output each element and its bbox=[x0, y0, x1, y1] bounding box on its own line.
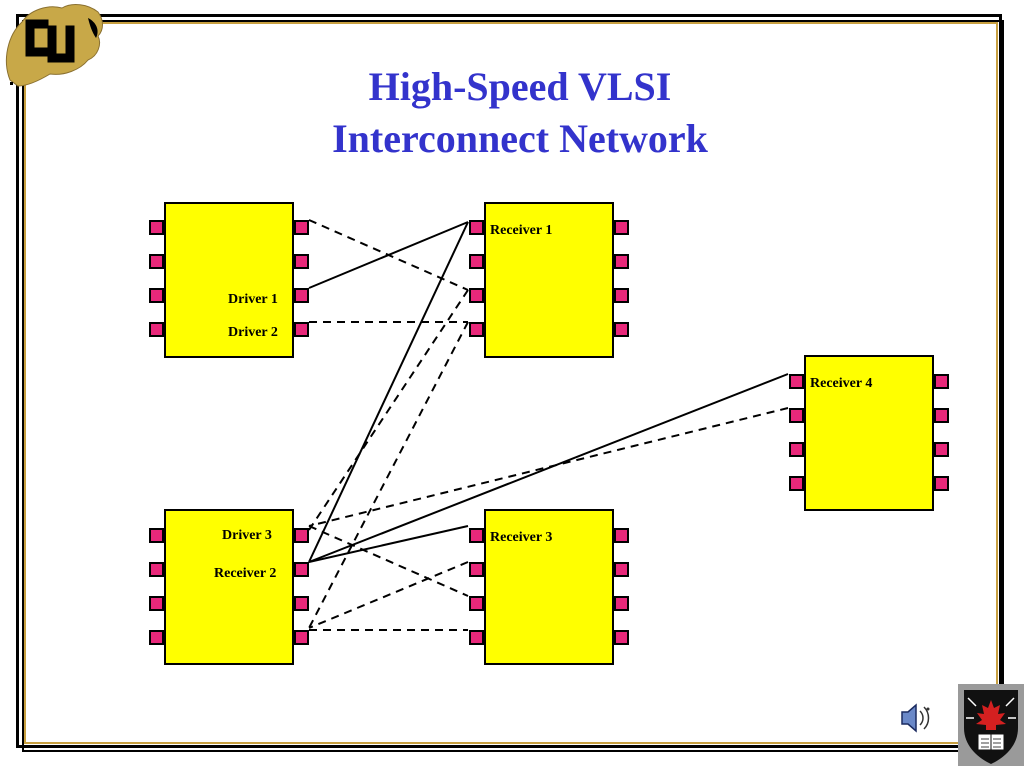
wire-dashed-r1-driver3b bbox=[308, 321, 469, 629]
label-driver3: Driver 3 bbox=[222, 528, 272, 543]
pin bbox=[469, 562, 484, 577]
pin bbox=[789, 408, 804, 423]
pin bbox=[934, 374, 949, 389]
pin bbox=[294, 288, 309, 303]
wire-dashed-r1-driver3a bbox=[308, 289, 469, 531]
pin bbox=[149, 322, 164, 337]
pin bbox=[469, 596, 484, 611]
slide-frame-shadow bbox=[22, 20, 1004, 752]
pin bbox=[789, 476, 804, 491]
wire-receiver2-receiver4 bbox=[308, 373, 789, 563]
label-receiver3: Receiver 3 bbox=[490, 530, 553, 545]
wire-dashed-d3-r3 bbox=[308, 525, 469, 597]
pin bbox=[614, 254, 629, 269]
pin bbox=[469, 528, 484, 543]
pin bbox=[614, 220, 629, 235]
pin bbox=[149, 220, 164, 235]
wire-dashed-r3-d3 bbox=[308, 561, 469, 629]
pin bbox=[294, 630, 309, 645]
chip-driver3-receiver2 bbox=[164, 509, 294, 665]
pin bbox=[934, 442, 949, 457]
pin bbox=[294, 220, 309, 235]
label-receiver4: Receiver 4 bbox=[810, 376, 873, 391]
wire-receiver1-receiver2 bbox=[308, 221, 469, 563]
pin bbox=[469, 322, 484, 337]
chip-driver1-driver2 bbox=[164, 202, 294, 358]
pin bbox=[149, 528, 164, 543]
chip-receiver1 bbox=[484, 202, 614, 358]
chip-receiver3 bbox=[484, 509, 614, 665]
pin bbox=[294, 596, 309, 611]
slide-title-line1: High-Speed VLSI bbox=[368, 64, 672, 109]
chip-receiver4 bbox=[804, 355, 934, 511]
pin bbox=[149, 288, 164, 303]
pin bbox=[469, 220, 484, 235]
pin bbox=[294, 562, 309, 577]
speaker-icon[interactable] bbox=[896, 700, 934, 736]
pin bbox=[469, 288, 484, 303]
wire-dashed-r4-driver3 bbox=[308, 407, 789, 527]
pin bbox=[614, 630, 629, 645]
pin bbox=[789, 442, 804, 457]
pin bbox=[789, 374, 804, 389]
pin bbox=[149, 630, 164, 645]
slide-frame bbox=[16, 14, 1002, 748]
label-driver2: Driver 2 bbox=[228, 325, 278, 340]
shield-crest-logo bbox=[958, 684, 1024, 766]
pin bbox=[149, 562, 164, 577]
label-receiver1: Receiver 1 bbox=[490, 223, 553, 238]
pin bbox=[294, 528, 309, 543]
label-driver1: Driver 1 bbox=[228, 292, 278, 307]
pin bbox=[614, 596, 629, 611]
pin bbox=[614, 288, 629, 303]
wire-dashed-d1-r1 bbox=[308, 219, 469, 291]
wire-receiver2-receiver3 bbox=[308, 525, 469, 563]
pin bbox=[614, 562, 629, 577]
pin bbox=[614, 528, 629, 543]
pin bbox=[934, 408, 949, 423]
pin bbox=[294, 322, 309, 337]
pin bbox=[469, 254, 484, 269]
slide-frame-accent bbox=[24, 22, 998, 744]
cu-buffalo-logo bbox=[5, 4, 103, 87]
pin bbox=[614, 322, 629, 337]
pin bbox=[294, 254, 309, 269]
slide-title-line2: Interconnect Network bbox=[332, 116, 708, 161]
label-receiver2: Receiver 2 bbox=[214, 566, 277, 581]
pin bbox=[149, 596, 164, 611]
pin bbox=[934, 476, 949, 491]
pin bbox=[149, 254, 164, 269]
pin bbox=[469, 630, 484, 645]
